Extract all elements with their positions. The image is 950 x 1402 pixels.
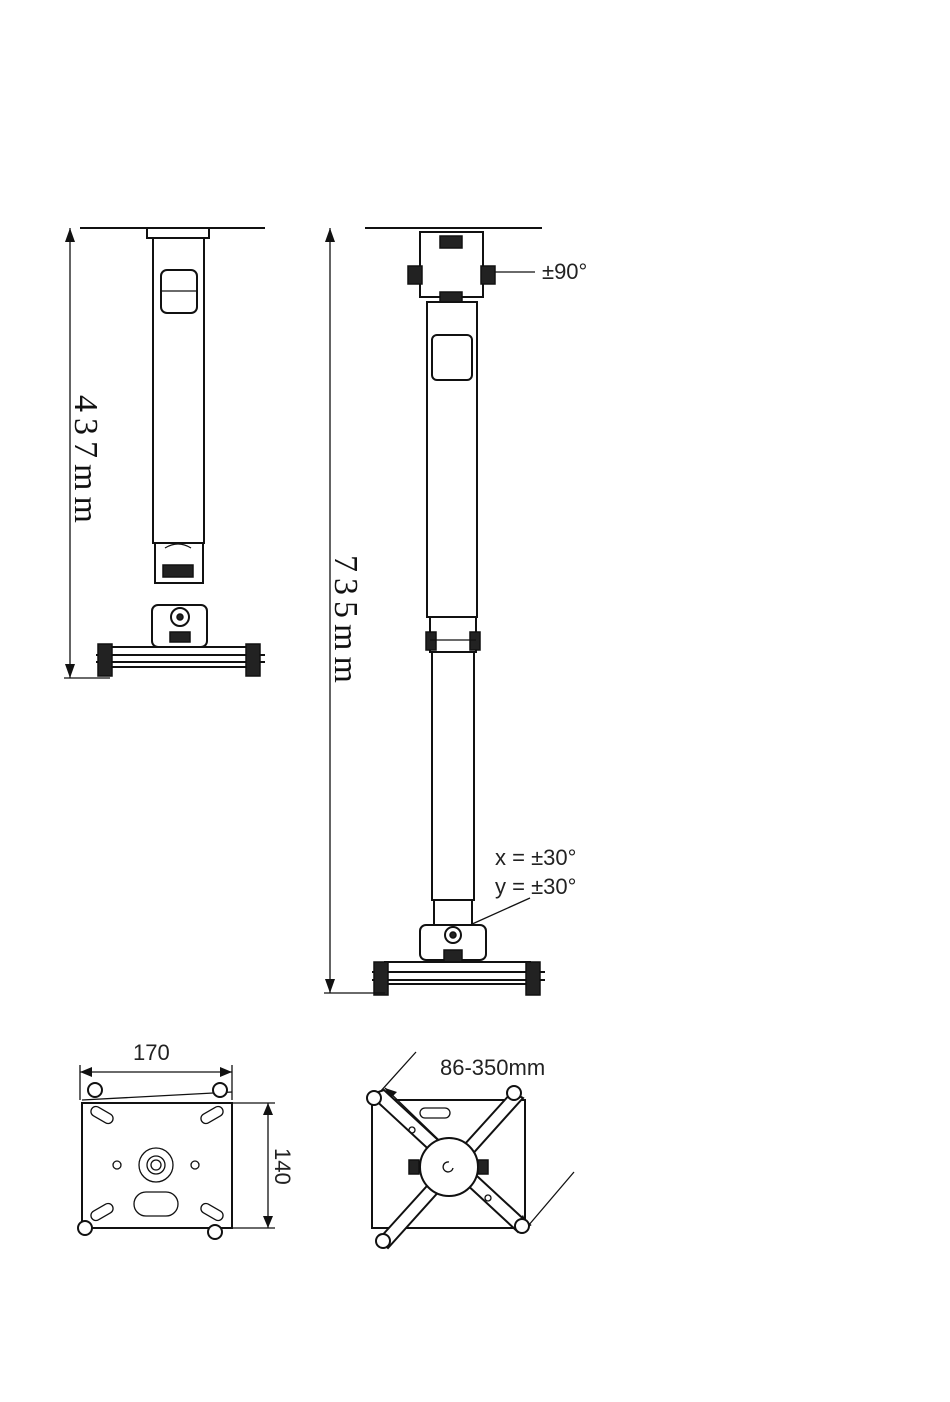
- tube-window: [432, 335, 472, 380]
- corner-screw: [88, 1083, 102, 1097]
- height-label-long: 735mm: [327, 555, 364, 689]
- center-hole: [139, 1148, 173, 1182]
- plate-height-label: 140: [270, 1148, 295, 1185]
- top-cap: [147, 228, 209, 238]
- adapter-bracket: 86-350mm: [367, 1052, 574, 1248]
- mount-long: ±90° x = ±30° y = ±30° 735mm: [324, 228, 587, 995]
- tilt-y-label: y = ±30°: [495, 874, 576, 899]
- plate-width-label: 170: [133, 1040, 170, 1065]
- base-bracket: [110, 647, 250, 667]
- top-rotation-label: ±90°: [542, 259, 587, 284]
- joint-upper: [434, 900, 472, 925]
- lower-tube: [432, 652, 474, 900]
- mount-short: 437mm: [64, 228, 265, 678]
- clamp: [430, 617, 476, 652]
- tilt-x-label: x = ±30°: [495, 845, 576, 870]
- tilt-leader: [470, 898, 530, 925]
- ceiling-plate: 170 140: [78, 1040, 295, 1239]
- adapter-range-label: 86-350mm: [440, 1055, 545, 1080]
- center-hub: [420, 1138, 478, 1196]
- cable-slot: [134, 1192, 178, 1216]
- height-label-short: 437mm: [67, 395, 104, 529]
